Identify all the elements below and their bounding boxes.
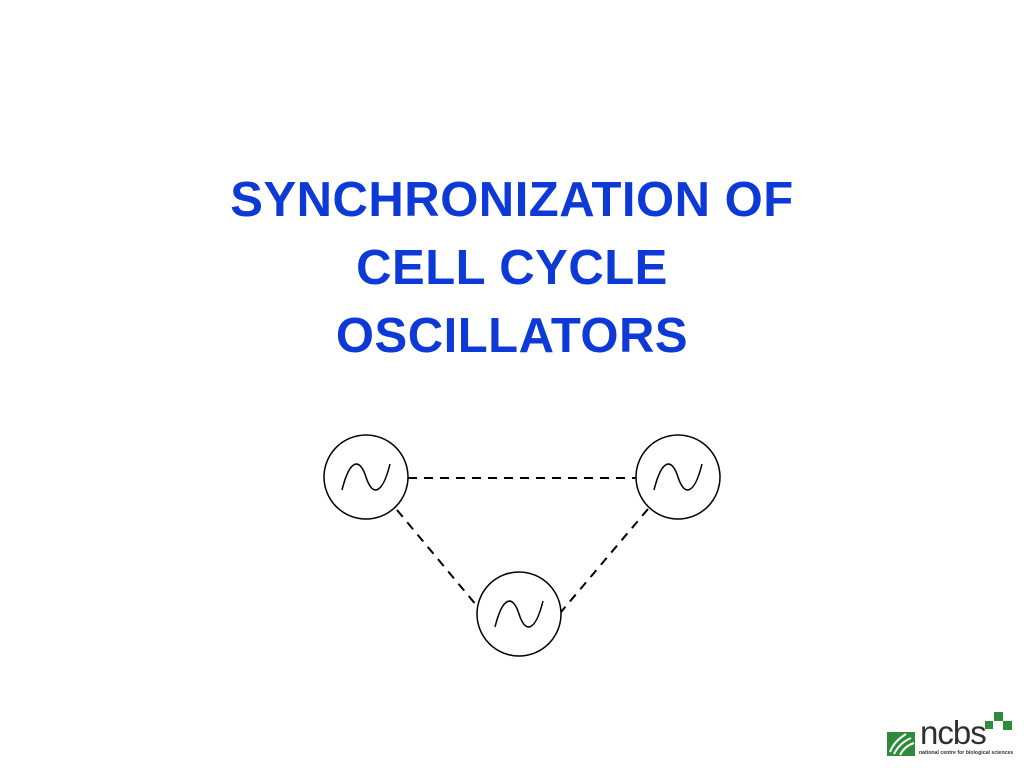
oscillator-bottom: [476, 571, 562, 657]
title-line-1: SYNCHRONIZATION OF: [230, 173, 794, 227]
sine-wave-icon: [341, 463, 391, 491]
oscillator-right: [635, 434, 721, 520]
sine-wave-icon: [653, 463, 703, 491]
slide-title: SYNCHRONIZATION OF CELL CYCLE OSCILLATOR…: [112, 166, 912, 370]
link-left-bottom: [396, 509, 483, 613]
logo-wordmark: ncbs: [920, 714, 987, 751]
sine-wave-icon: [494, 600, 544, 628]
oscillator-left: [323, 434, 409, 520]
logo-mark-icon: [887, 712, 1012, 756]
link-right-bottom: [560, 508, 649, 613]
ncbs-logo: ncbs national centre for biological scie…: [884, 712, 1016, 760]
title-line-2: CELL CYCLE: [356, 241, 668, 295]
title-line-3: OSCILLATORS: [335, 309, 689, 363]
logo-tagline: national centre for biological sciences: [919, 750, 1014, 756]
